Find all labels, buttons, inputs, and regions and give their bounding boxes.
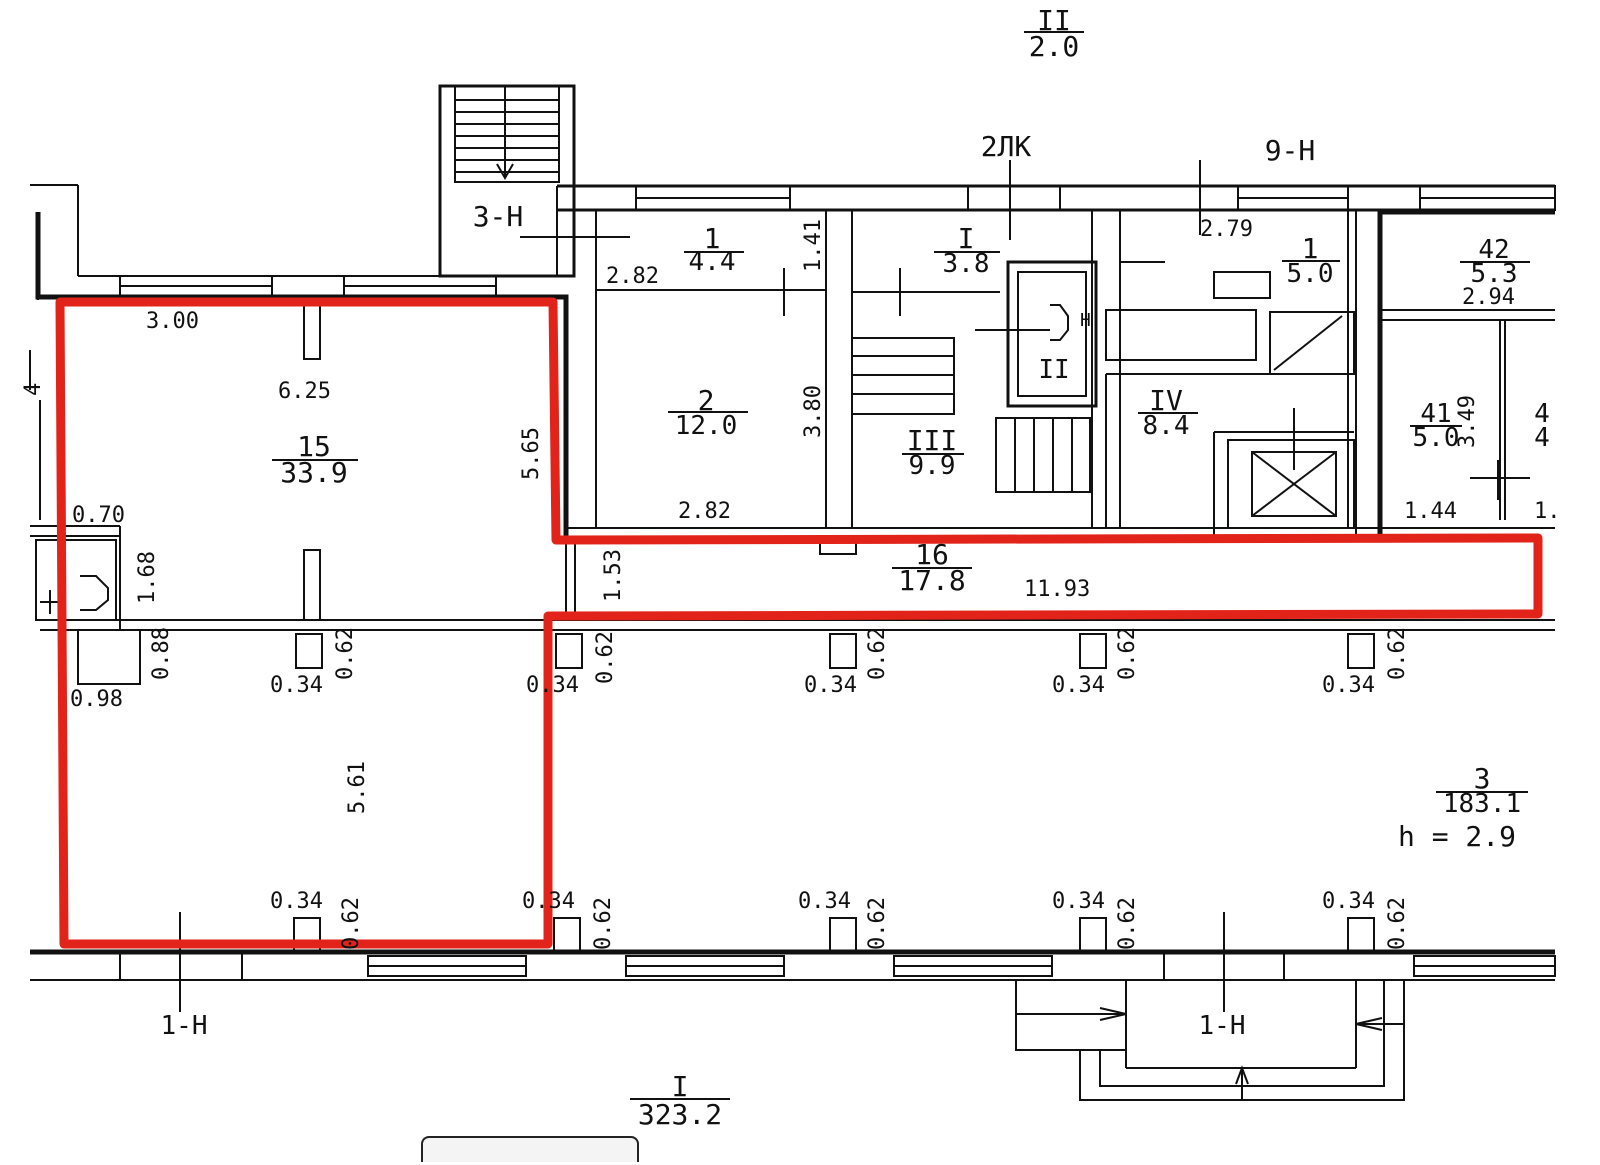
dim-pillar-width: 0.34 — [522, 889, 575, 914]
dim-0-70: 0.70 — [72, 503, 125, 528]
room-III-number: III — [907, 424, 958, 457]
dim-3-80: 3.80 — [801, 385, 826, 438]
room-labels: 15 33.9 16 17.8 1 4.4 2 12.0 I 3.8 III 9… — [280, 222, 1550, 819]
dim-1-53: 1.53 — [601, 549, 626, 602]
dim-2-94: 2.94 — [1462, 285, 1515, 310]
dim-pillar-depth: 0.62 — [591, 897, 616, 950]
dim-1-cut: 1. — [1534, 499, 1561, 524]
dim-2-79: 2.79 — [1200, 217, 1253, 242]
room-II-label: II — [1038, 355, 1069, 385]
dim-pillar-width: 0.34 — [804, 673, 857, 698]
dim-pillar-depth: 0.62 — [1115, 897, 1140, 950]
dim-6-25: 6.25 — [278, 379, 331, 404]
dim-pillar-width: 0.34 — [1322, 889, 1375, 914]
room-2-area: 12.0 — [675, 411, 738, 441]
room-edge-area: 4 — [1534, 423, 1550, 453]
room-3-number: 3 — [1474, 762, 1491, 795]
zone-top-area: 2.0 — [1029, 30, 1080, 63]
room-2-number: 2 — [698, 384, 715, 417]
dim-pillar-depth: 0.62 — [1385, 897, 1410, 950]
room-IV-number: IV — [1149, 384, 1183, 417]
tag-9n: 9-Н — [1265, 134, 1316, 167]
vertical-dimension-labels: 5.65 1.68 0.88 5.61 1.41 3.80 1.53 3.49 … — [21, 219, 1480, 950]
dim-1-41: 1.41 — [801, 219, 826, 272]
dim-pillar-width: 0.34 — [270, 673, 323, 698]
room-41-number: 41 — [1420, 399, 1451, 429]
dim-pillar-depth: 0.62 — [593, 631, 618, 684]
tag-2lk: 2ЛК — [981, 130, 1032, 163]
stair-treads — [455, 86, 559, 181]
zone-labels: II 2.0 I 323.2 2ЛК 9-Н 3-Н 1-Н 1-Н h = 2… — [161, 4, 1517, 1131]
dimension-labels: 3.00 6.25 0.70 0.98 2.82 2.82 11.93 2.79… — [70, 217, 1561, 914]
horizontal-scrollbar[interactable] — [421, 1136, 639, 1162]
room-42-number: 42 — [1478, 235, 1509, 265]
dim-2-82-bottom: 2.82 — [678, 499, 731, 524]
room-15-number: 15 — [297, 430, 331, 463]
dim-2-82-top: 2.82 — [606, 264, 659, 289]
dim-1-44: 1.44 — [1404, 499, 1457, 524]
zone-bottom-area: 323.2 — [638, 1098, 722, 1131]
room-16-area: 17.8 — [898, 564, 965, 597]
walls — [29, 84, 1556, 1101]
dim-0-98: 0.98 — [70, 687, 123, 712]
ceiling-height: h = 2.9 — [1398, 820, 1516, 853]
room-16-number: 16 — [915, 538, 949, 571]
room-1b-number: 1 — [1302, 232, 1319, 265]
dim-5-61: 5.61 — [345, 761, 370, 814]
dim-pillar-depth: 0.62 — [339, 897, 364, 950]
room-1a-number: 1 — [704, 222, 721, 255]
room-3-area: 183.1 — [1443, 789, 1521, 819]
dim-11-93: 11.93 — [1024, 577, 1090, 602]
room-15-area: 33.9 — [280, 456, 347, 489]
dim-3-49: 3.49 — [1455, 395, 1480, 448]
dim-pillar-depth: 0.62 — [1385, 627, 1410, 680]
dim-pillar-depth: 0.62 — [865, 627, 890, 680]
dim-pillar-width: 0.34 — [798, 889, 851, 914]
dim-1-68: 1.68 — [135, 551, 160, 604]
room-I-number: I — [958, 222, 975, 255]
dim-5-65: 5.65 — [519, 427, 544, 480]
dim-pillar-width: 0.34 — [1052, 889, 1105, 914]
hydrant-symbol: H — [1080, 310, 1091, 331]
tag-1n-left: 1-Н — [161, 1011, 208, 1041]
dim-edge-4: 4 — [21, 383, 46, 396]
highlight-outline — [55, 297, 1543, 949]
dim-pillar-depth: 0.62 — [1115, 627, 1140, 680]
dim-pillar-depth: 0.62 — [865, 897, 890, 950]
room-label-rules — [272, 31, 1530, 1100]
room-1a-area: 4.4 — [689, 247, 736, 277]
room-41-area: 5.0 — [1413, 423, 1460, 453]
highlight-room-15 — [55, 297, 1543, 949]
room-IV-area: 8.4 — [1143, 411, 1190, 441]
room-42-area: 5.3 — [1471, 259, 1518, 289]
dim-0-88: 0.88 — [149, 627, 174, 680]
dim-pillar-width: 0.34 — [526, 673, 579, 698]
room-I-area: 3.8 — [943, 249, 990, 279]
room-III-area: 9.9 — [909, 451, 956, 481]
dim-3-00: 3.00 — [146, 309, 199, 334]
room-1b-area: 5.0 — [1287, 259, 1334, 289]
tag-3n: 3-Н — [473, 200, 524, 233]
dim-pillar-width: 0.34 — [1322, 673, 1375, 698]
dim-pillar-width: 0.34 — [270, 889, 323, 914]
dim-pillar-width: 0.34 — [1052, 673, 1105, 698]
zone-top-number: II — [1037, 4, 1071, 37]
dim-pillar-depth: 0.62 — [333, 627, 358, 680]
tag-1n-right: 1-Н — [1199, 1011, 1246, 1041]
zone-bottom-number: I — [672, 1070, 689, 1103]
room-edge-number: 4 — [1534, 399, 1550, 429]
